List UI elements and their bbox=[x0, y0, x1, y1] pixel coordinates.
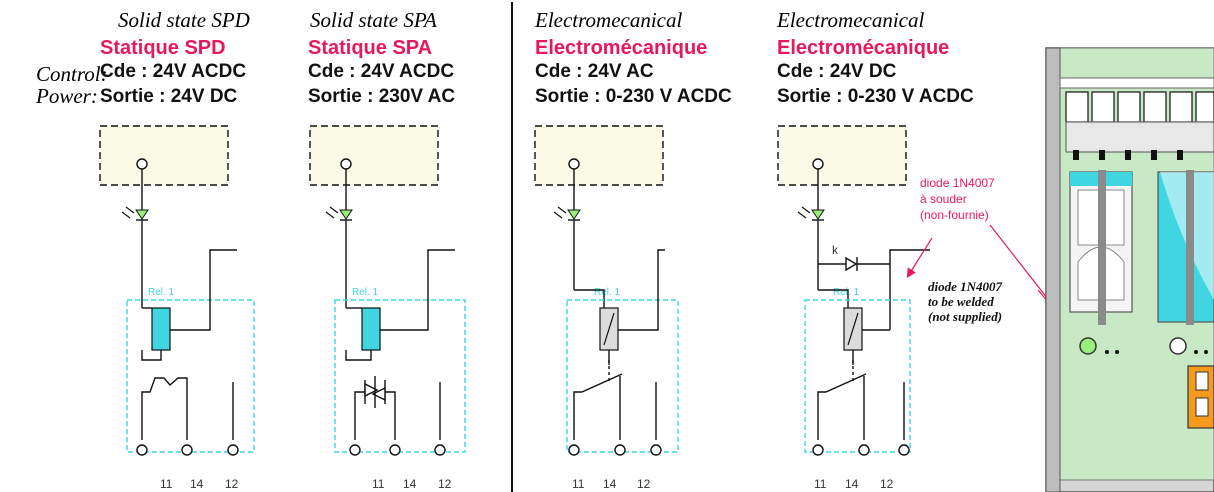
col1-terminal-11: 11 bbox=[160, 477, 173, 491]
col1-terminal-11-dot bbox=[136, 444, 148, 456]
col1-relay-dashed-box bbox=[126, 299, 255, 453]
col1-coil bbox=[151, 307, 171, 351]
relay-module-illustration bbox=[1045, 47, 1214, 492]
col2-circuit bbox=[309, 125, 466, 456]
col3-relay-label: Rel. 1 bbox=[594, 287, 621, 298]
col2-relay-label: Rel. 1 bbox=[352, 287, 379, 298]
col2-terminal-12: 12 bbox=[438, 477, 452, 491]
module-led-2 bbox=[1169, 337, 1187, 355]
col4-caption: Electromecanical bbox=[777, 8, 925, 32]
col1-sortie: Sortie : 24V DC bbox=[100, 86, 238, 107]
col3-cde: Cde : 24V AC bbox=[535, 61, 654, 82]
col2-terminal-12-dot bbox=[434, 444, 446, 456]
col2-coil bbox=[361, 307, 381, 351]
col2-terminal-11-dot bbox=[349, 444, 361, 456]
col3-led-icon bbox=[567, 209, 581, 220]
col3-terminal-14: 14 bbox=[603, 477, 617, 491]
col1-terminal-14-dot bbox=[181, 444, 193, 456]
diode-note-en-line-3: (not supplied) bbox=[928, 309, 1003, 324]
module-led-1 bbox=[1079, 337, 1097, 355]
col4-title: Electromécanique bbox=[777, 37, 950, 59]
col3-terminal-12-dot bbox=[650, 444, 662, 456]
col2-control-box bbox=[309, 125, 439, 186]
col2-terminal-14-dot bbox=[389, 444, 401, 456]
col1-terminal-14: 14 bbox=[190, 477, 204, 491]
col4-relay-label: Rel. 1 bbox=[833, 287, 860, 298]
col3-terminal-11: 11 bbox=[572, 477, 585, 491]
col4-terminal-11: 11 bbox=[814, 477, 827, 491]
col4-control-terminal bbox=[812, 158, 824, 170]
col1-cde: Cde : 24V ACDC bbox=[100, 61, 247, 82]
col1-led-icon bbox=[135, 209, 149, 220]
col4-terminal-14-dot bbox=[858, 444, 870, 456]
col4-control-box bbox=[777, 125, 907, 186]
col2-triac-symbol bbox=[364, 376, 386, 408]
col4-diode-symbol bbox=[845, 256, 858, 272]
diode-note-fr: diode 1N4007 à souder (non-fournie) bbox=[920, 175, 995, 223]
col3-terminal-11-dot bbox=[568, 444, 580, 456]
col4-contact-switch bbox=[825, 373, 867, 393]
col3-title: Electromécanique bbox=[535, 37, 708, 59]
col2-caption: Solid state SPA bbox=[310, 8, 437, 32]
col1-terminal-12: 12 bbox=[225, 477, 239, 491]
diode-note-en-line-1: diode 1N4007 bbox=[928, 279, 1003, 294]
col1-contact-symbol bbox=[141, 377, 188, 440]
col2-title: Statique SPA bbox=[308, 37, 433, 59]
col1-circuit bbox=[99, 125, 255, 456]
note-arrow-to-diode bbox=[906, 237, 933, 279]
diode-note-en: diode 1N4007 to be welded (not supplied) bbox=[928, 279, 1002, 324]
col4-diode-k-label: k bbox=[832, 243, 838, 257]
col2-terminal-14: 14 bbox=[403, 477, 417, 491]
col4-terminal-12: 12 bbox=[880, 477, 894, 491]
col3-control-terminal bbox=[568, 158, 580, 170]
col4-circuit bbox=[777, 125, 930, 456]
col4-relay-dashed-box bbox=[804, 299, 911, 453]
col3-control-box bbox=[534, 125, 664, 186]
col3-sortie: Sortie : 0-230 V ACDC bbox=[535, 86, 732, 107]
row-label-control: Control: bbox=[36, 62, 108, 86]
col1-relay-label: Rel. 1 bbox=[148, 287, 175, 298]
row-label-power: Power: bbox=[36, 84, 98, 108]
col1-caption: Solid state SPD bbox=[118, 8, 250, 32]
col1-control-terminal bbox=[136, 158, 148, 170]
col4-sortie: Sortie : 0-230 V ACDC bbox=[777, 86, 974, 107]
col2-led-icon bbox=[339, 209, 353, 220]
col3-circuit bbox=[534, 125, 679, 456]
col4-cde: Cde : 24V DC bbox=[777, 61, 897, 82]
col1-title: Statique SPD bbox=[100, 37, 226, 59]
col1-terminal-12-dot bbox=[227, 444, 239, 456]
col4-terminal-12-dot bbox=[898, 444, 910, 456]
col3-terminal-14-dot bbox=[614, 444, 626, 456]
col2-sortie: Sortie : 230V AC bbox=[308, 86, 456, 107]
col2-cde: Cde : 24V ACDC bbox=[308, 61, 455, 82]
col4-terminal-11-dot bbox=[812, 444, 824, 456]
col3-terminal-12: 12 bbox=[637, 477, 651, 491]
col3-caption: Electromecanical bbox=[535, 8, 683, 32]
col2-control-terminal bbox=[340, 158, 352, 170]
col3-relay-dashed-box bbox=[566, 299, 679, 453]
col4-terminal-14: 14 bbox=[845, 477, 859, 491]
diode-note-en-line-2: to be welded bbox=[928, 294, 994, 309]
col1-control-box bbox=[99, 125, 229, 186]
col4-led-icon bbox=[811, 209, 825, 220]
diode-note-fr-line-1: diode 1N4007 bbox=[920, 176, 995, 190]
diode-note-fr-line-2: à souder bbox=[920, 192, 967, 206]
diode-note-fr-line-3: (non-fournie) bbox=[920, 208, 989, 222]
col2-terminal-11: 11 bbox=[372, 477, 385, 491]
col3-contact-switch bbox=[581, 373, 623, 393]
